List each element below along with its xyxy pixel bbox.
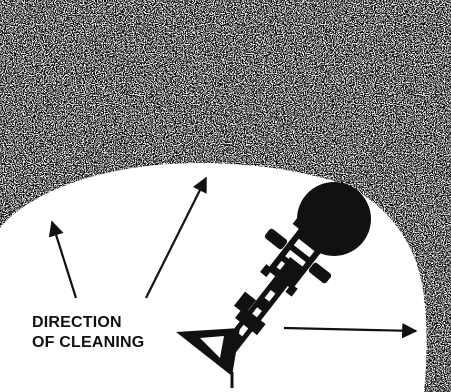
direction-arrow-right [284, 328, 416, 331]
floor-cleaner-machine [176, 182, 371, 388]
direction-label-line-1: DIRECTION [32, 314, 122, 332]
direction-arrow-left [52, 222, 76, 298]
wheel [264, 227, 289, 250]
handle-grip [176, 328, 240, 376]
direction-arrow-middle [146, 178, 206, 298]
wheel [308, 261, 333, 284]
direction-label-line-2: OF CLEANING [32, 334, 144, 352]
